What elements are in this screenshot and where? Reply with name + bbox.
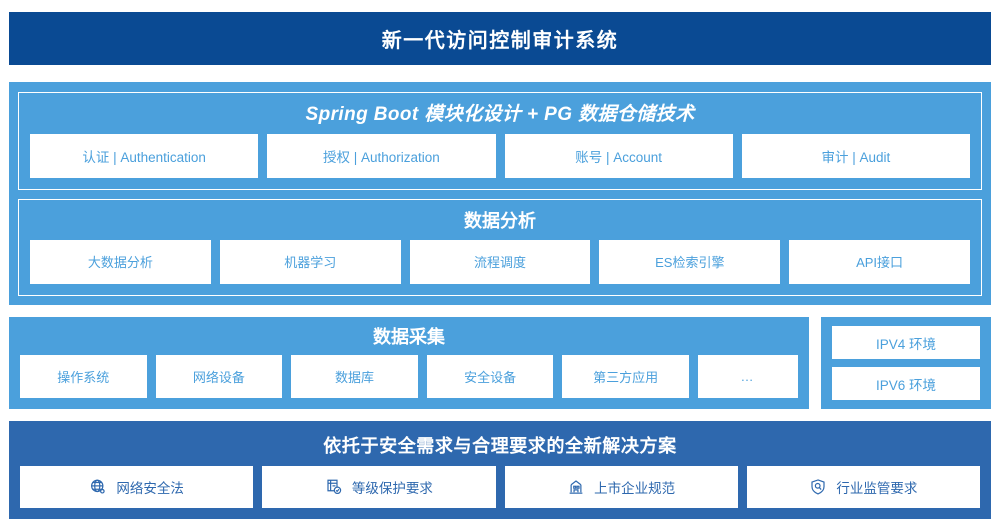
chip-listed-company-standards-label: 上市企业规范 xyxy=(594,481,676,496)
chip-api-interface[interactable]: API接口 xyxy=(789,239,970,285)
data-collection-title: 数据采集 xyxy=(373,327,445,347)
page-header: 新一代访问控制审计系统 xyxy=(9,12,991,65)
page-title: 新一代访问控制审计系统 xyxy=(381,30,619,52)
chip-security-device[interactable]: 安全设备 xyxy=(426,354,554,398)
chip-account[interactable]: 账号 | Account xyxy=(504,133,733,179)
document-check-icon xyxy=(325,478,343,496)
chip-classified-protection[interactable]: 等级保护要求 xyxy=(262,466,496,508)
data-collection-panel: 数据采集 操作系统 网络设备 数据库 安全设备 第三方应用 … xyxy=(9,317,809,409)
chip-more-ellipsis[interactable]: … xyxy=(697,354,798,398)
spring-boot-group-title: Spring Boot 模块化设计 + PG 数据仓储技术 xyxy=(305,104,695,125)
solution-panel: 依托于安全需求与合理要求的全新解决方案 网络安全法 xyxy=(9,421,991,519)
shield-search-icon xyxy=(809,478,827,496)
chip-network-device[interactable]: 网络设备 xyxy=(155,354,283,398)
environment-panel: IPV4 环境 IPV6 环境 xyxy=(821,317,991,409)
chip-operating-system[interactable]: 操作系统 xyxy=(20,354,147,398)
data-analysis-group-title: 数据分析 xyxy=(464,211,536,232)
spring-boot-group: Spring Boot 模块化设计 + PG 数据仓储技术 认证 | Authe… xyxy=(18,92,982,191)
chip-classified-protection-label: 等级保护要求 xyxy=(351,481,433,496)
chip-industry-regulation[interactable]: 行业监管要求 xyxy=(746,466,980,508)
collection-row: 数据采集 操作系统 网络设备 数据库 安全设备 第三方应用 … IPV4 环境 … xyxy=(9,317,991,409)
chip-cybersecurity-law[interactable]: 网络安全法 xyxy=(20,466,254,508)
data-collection-chip-row: 操作系统 网络设备 数据库 安全设备 第三方应用 … xyxy=(20,354,798,398)
platform-panel: Spring Boot 模块化设计 + PG 数据仓储技术 认证 | Authe… xyxy=(9,82,991,305)
chip-audit[interactable]: 审计 | Audit xyxy=(741,133,970,179)
chip-ipv6-environment[interactable]: IPV6 环境 xyxy=(832,367,980,400)
data-analysis-chip-row: 大数据分析 机器学习 流程调度 ES检索引擎 API接口 xyxy=(30,239,970,285)
chip-ipv4-environment[interactable]: IPV4 环境 xyxy=(832,326,980,359)
chip-third-party-app[interactable]: 第三方应用 xyxy=(562,354,689,398)
globe-icon xyxy=(89,478,107,496)
chip-big-data-analysis[interactable]: 大数据分析 xyxy=(30,239,211,285)
chip-process-scheduling[interactable]: 流程调度 xyxy=(409,239,591,285)
chip-authentication[interactable]: 认证 | Authentication xyxy=(30,133,259,179)
spring-boot-chip-row: 认证 | Authentication 授权 | Authorization 账… xyxy=(30,133,970,179)
chip-machine-learning[interactable]: 机器学习 xyxy=(219,239,401,285)
chip-industry-regulation-label: 行业监管要求 xyxy=(836,481,918,496)
chip-authorization[interactable]: 授权 | Authorization xyxy=(267,133,496,179)
chip-es-search-engine[interactable]: ES检索引擎 xyxy=(599,239,781,285)
data-analysis-group: 数据分析 大数据分析 机器学习 流程调度 ES检索引擎 API接口 xyxy=(18,199,982,297)
solution-chip-row: 网络安全法 等级保护要求 xyxy=(20,466,980,508)
chip-cybersecurity-law-label: 网络安全法 xyxy=(116,481,184,496)
chip-listed-company-standards[interactable]: 上市企业规范 xyxy=(504,466,738,508)
bank-building-icon xyxy=(567,478,585,496)
chip-database[interactable]: 数据库 xyxy=(291,354,418,398)
solution-title: 依托于安全需求与合理要求的全新解决方案 xyxy=(323,436,677,456)
